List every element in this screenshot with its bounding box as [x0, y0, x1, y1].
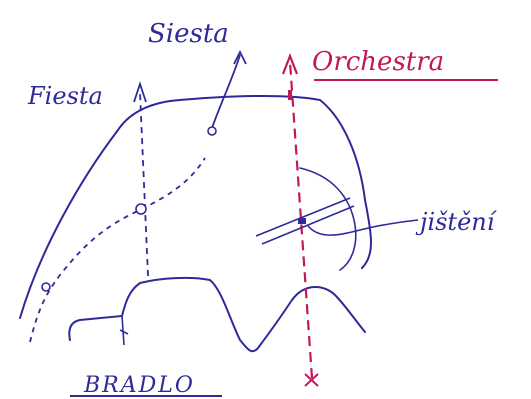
rock-outline: [19, 94, 372, 319]
arrow-orchestra: [281, 52, 299, 75]
label-jisteni: jištění: [415, 208, 498, 236]
arrow-fiesta-upper: [233, 49, 247, 65]
route-fiesta-left: [139, 91, 149, 277]
bradlo-post: [119, 315, 129, 346]
label-fiesta-left: Fiesta: [27, 82, 103, 110]
label-bradlo: BRADLO: [83, 373, 195, 398]
label-orchestra: Orchestra: [312, 47, 444, 77]
rock-base: [68, 276, 366, 353]
jisteni-ledge: [255, 197, 355, 245]
orchestra-start-mark: [304, 373, 319, 387]
route-fiesta-upper-top: [211, 54, 241, 129]
route-orchestra: [288, 61, 314, 379]
bolt-3: [207, 126, 217, 136]
bolt-1: [41, 282, 51, 292]
jisteni-leader: [307, 219, 419, 236]
label-fiesta-upper: Ѕiesta: [148, 19, 229, 49]
bolt-2: [135, 203, 147, 215]
route-fiesta-upper: [29, 157, 206, 343]
jisteni-anchor: [298, 218, 306, 224]
arrow-fiesta-left: [133, 81, 147, 103]
rock-inner-edge: [299, 167, 357, 271]
